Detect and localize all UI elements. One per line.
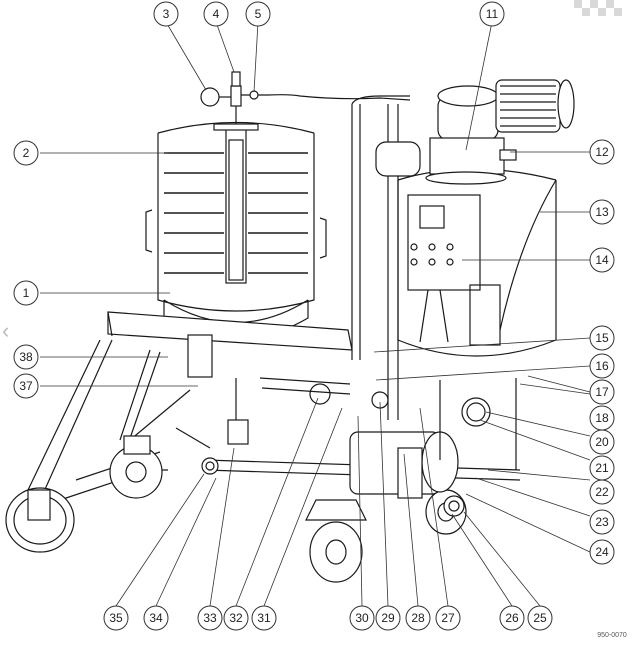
callout-30: 30 (349, 605, 375, 631)
callout-16: 16 (589, 353, 615, 379)
leader-lines (40, 21, 591, 607)
callout-24: 24 (589, 539, 615, 565)
callout-31: 31 (251, 605, 277, 631)
svg-text:11: 11 (486, 7, 499, 21)
svg-text:3: 3 (163, 7, 170, 21)
svg-text:30: 30 (355, 611, 369, 625)
callout-5: 5 (245, 1, 271, 27)
recirculation-pipe (259, 95, 421, 420)
svg-text:20: 20 (595, 435, 609, 449)
callout-29: 29 (375, 605, 401, 631)
callout-23: 23 (589, 509, 615, 535)
callout-11: 11 (479, 1, 505, 27)
gauge-assembly (200, 71, 411, 124)
svg-text:17: 17 (595, 385, 609, 399)
main-tank (145, 121, 327, 340)
callout-28: 28 (405, 605, 431, 631)
callout-13: 13 (589, 199, 615, 225)
callout-12: 12 (589, 139, 615, 165)
callout-25: 25 (527, 605, 553, 631)
svg-text:34: 34 (149, 611, 163, 625)
callout-3: 3 (153, 1, 179, 27)
svg-text:2: 2 (23, 146, 30, 160)
equipment-drawing (5, 71, 575, 583)
callouts: 1 2 3 4 5 11 12 13 14 15 16 17 18 20 21 … (13, 1, 615, 631)
watermark-block (574, 0, 622, 16)
svg-text:16: 16 (595, 359, 609, 373)
svg-text:13: 13 (595, 205, 609, 219)
support-frame (27, 311, 521, 501)
svg-text:32: 32 (229, 611, 243, 625)
svg-text:24: 24 (595, 545, 609, 559)
svg-text:27: 27 (441, 611, 455, 625)
callout-38: 38 (13, 344, 39, 370)
svg-text:23: 23 (595, 515, 609, 529)
callout-32: 32 (223, 605, 249, 631)
svg-text:18: 18 (595, 411, 609, 425)
svg-text:25: 25 (533, 611, 547, 625)
callout-22: 22 (589, 479, 615, 505)
svg-text:22: 22 (595, 485, 609, 499)
nav-left-icon[interactable]: ‹ (2, 318, 9, 343)
svg-text:29: 29 (381, 611, 395, 625)
svg-text:31: 31 (257, 611, 271, 625)
motor (425, 79, 575, 185)
document-code: 950-0070 (597, 632, 627, 639)
callout-37: 37 (13, 373, 39, 399)
wheel-left-front (5, 487, 75, 553)
callout-35: 35 (103, 605, 129, 631)
svg-text:14: 14 (595, 253, 609, 267)
svg-text:28: 28 (411, 611, 425, 625)
callout-17: 17 (589, 379, 615, 405)
callout-14: 14 (589, 247, 615, 273)
pump-assembly (175, 378, 491, 517)
svg-text:15: 15 (595, 331, 609, 345)
callout-1: 1 (13, 280, 39, 306)
svg-text:21: 21 (595, 461, 609, 475)
svg-text:12: 12 (595, 145, 609, 159)
wheel-right-front (305, 499, 367, 583)
callout-2: 2 (13, 140, 39, 166)
svg-text:33: 33 (203, 611, 217, 625)
callout-20: 20 (589, 429, 615, 455)
svg-text:35: 35 (109, 611, 123, 625)
callout-15: 15 (589, 325, 615, 351)
svg-text:4: 4 (213, 7, 220, 21)
callout-26: 26 (499, 605, 525, 631)
callout-27: 27 (435, 605, 461, 631)
svg-text:37: 37 (19, 379, 33, 393)
wheel-left-rear (109, 435, 163, 499)
callout-18: 18 (589, 405, 615, 431)
svg-text:38: 38 (19, 350, 33, 364)
callout-21: 21 (589, 455, 615, 481)
callout-34: 34 (143, 605, 169, 631)
svg-text:26: 26 (505, 611, 519, 625)
svg-text:1: 1 (23, 286, 30, 300)
svg-text:5: 5 (255, 7, 262, 21)
callout-33: 33 (197, 605, 223, 631)
callout-4: 4 (203, 1, 229, 27)
feeder-tank (397, 168, 557, 470)
